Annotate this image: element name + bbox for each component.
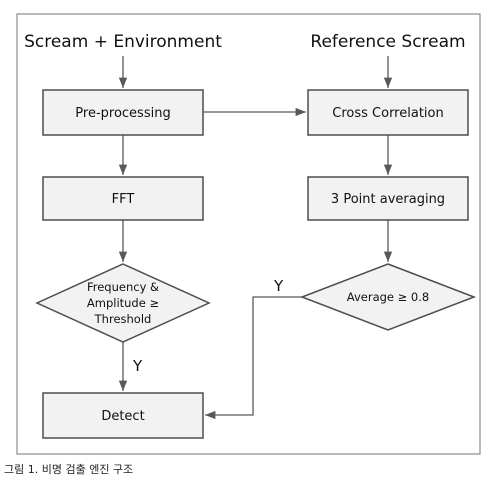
node-fft-label: FFT [112,192,135,207]
node-point-averaging [307,176,469,221]
input-reference-scream: Reference Scream [310,32,465,52]
figure-caption: 그림 1. 비명 검출 엔진 구조 [4,463,134,476]
node-detect [42,392,204,439]
decision-threshold-line-3: Threshold [94,312,152,326]
yes-label-threshold: Y [132,357,143,375]
edge-average-check-to-detect [205,296,302,420]
node-cross-correlation [307,89,469,136]
input-scream-environment: Scream + Environment [24,32,222,52]
decision-threshold-line-1: Frequency & [87,280,159,294]
node-fft [42,176,204,221]
decision-threshold-line-2: Amplitude ≥ [87,296,159,310]
yes-label-average: Y [273,277,284,295]
node-preprocessing-label: Pre-processing [75,106,170,121]
decision-frequency-amplitude-threshold [35,263,211,343]
node-point-averaging-label: 3 Point averaging [331,192,445,207]
decision-average-check [299,263,477,331]
node-cross-correlation-label: Cross Correlation [332,106,443,121]
node-preprocessing [42,89,204,136]
diagram-frame [16,13,481,455]
decision-average-check-label: Average ≥ 0.8 [347,290,429,304]
node-detect-label: Detect [101,409,144,424]
